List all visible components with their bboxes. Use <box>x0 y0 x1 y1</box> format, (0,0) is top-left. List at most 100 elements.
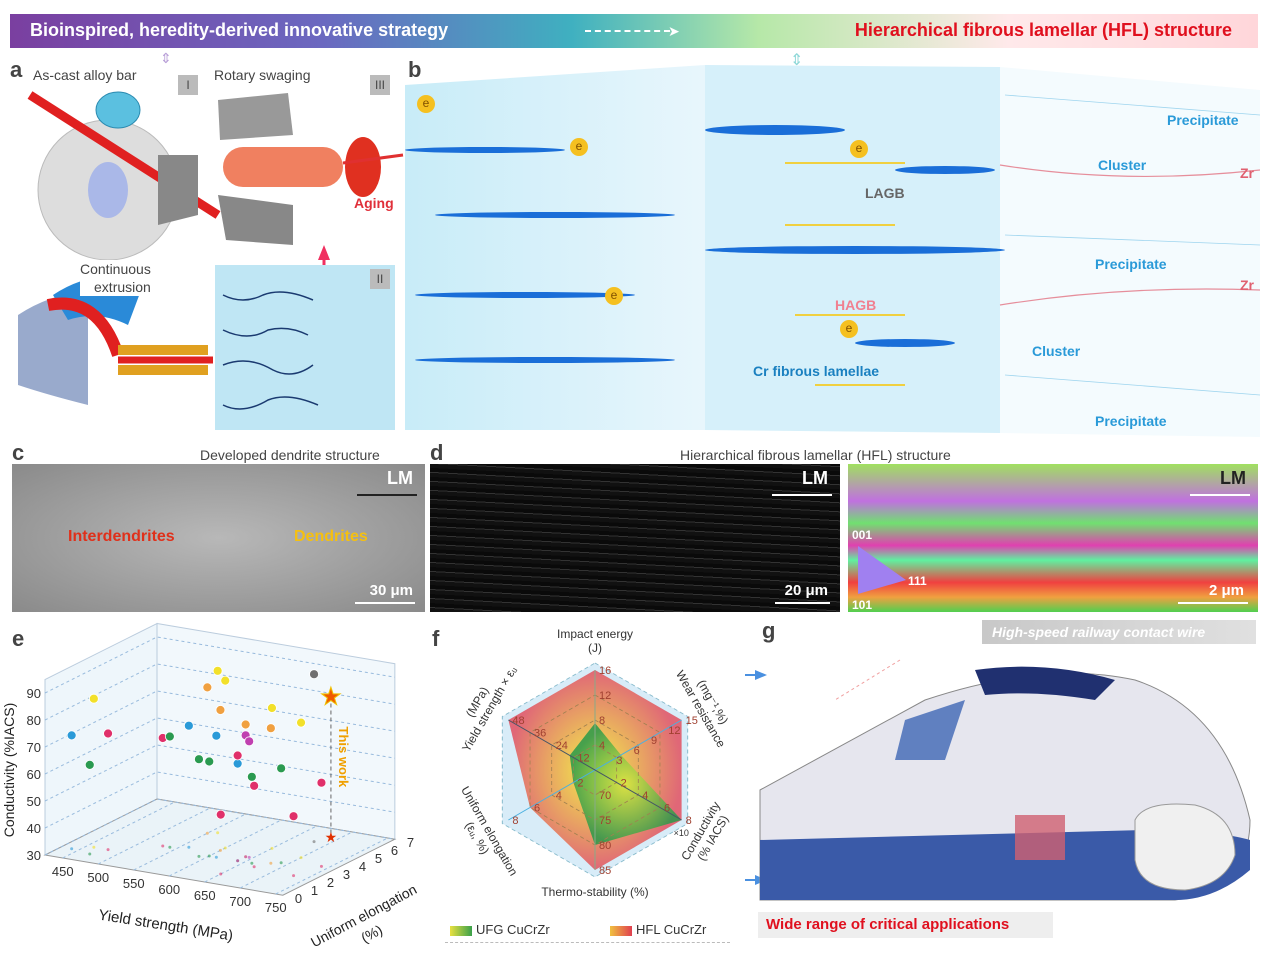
title-banner: Bioinspired, heredity-derived innovative… <box>10 14 1258 48</box>
legend-label: UFG CuCrZr <box>476 922 550 937</box>
ipf-001-label: 001 <box>852 528 873 542</box>
tick-label: 36 <box>534 728 546 740</box>
floor-projection <box>207 854 211 858</box>
lm-label: LM <box>802 468 828 488</box>
y-tick-label: 5 <box>375 851 382 866</box>
floor-projection <box>106 848 110 852</box>
scale-bar-label: 2 μm <box>1208 582 1244 599</box>
step-badge: I <box>178 75 198 95</box>
rotary-swaging-label: Rotary swaging <box>214 67 311 83</box>
legend-label: HFL CuCrZr <box>636 922 707 937</box>
hagb-label: HAGB <box>835 297 877 313</box>
dendrites-label: Dendrites <box>294 528 368 545</box>
tick-label: 15 <box>686 715 698 727</box>
banner-right-text: Hierarchical fibrous lamellar (HFL) stru… <box>854 20 1232 40</box>
floor-projection <box>216 831 220 835</box>
aging-label: Aging <box>354 195 394 211</box>
floor-projection <box>250 861 254 865</box>
legend-item-hfl: HFL CuCrZr <box>610 922 706 937</box>
electron-icon: e <box>417 95 435 113</box>
tick-label: 6 <box>634 745 640 757</box>
x-tick-label: 450 <box>52 864 74 879</box>
z-tick-label: 50 <box>27 794 41 809</box>
y-tick-label: 7 <box>407 835 414 850</box>
floor-projection <box>247 855 251 859</box>
continuous-extrusion-label: Continuous extrusion <box>80 260 151 296</box>
axis-line <box>508 719 682 821</box>
z-tick-label: 80 <box>27 713 41 728</box>
floor-star-marker: ★ <box>325 829 338 845</box>
zr-label: Zr <box>1240 277 1254 293</box>
data-point <box>288 811 299 822</box>
gridline <box>98 807 211 865</box>
lm-label: LM <box>1220 468 1246 488</box>
tick-label: 12 <box>668 725 680 737</box>
ebsd-ipf-map: LM 001 111 101 2 μm <box>848 464 1258 612</box>
data-point <box>267 703 277 713</box>
tick-label: 85 <box>599 865 611 877</box>
data-point <box>232 750 243 761</box>
data-point <box>84 759 95 770</box>
application-tag: High-speed railway contact wire <box>982 620 1256 644</box>
gridline <box>204 825 317 883</box>
precipitate-label: Precipitate <box>1095 256 1167 272</box>
y-tick-label: 6 <box>391 843 398 858</box>
zr-label: Zr <box>1240 165 1254 181</box>
ipf-triangle-icon <box>858 546 906 594</box>
data-point <box>244 736 255 747</box>
tick-label: 6 <box>534 803 540 815</box>
tick-label: 48 <box>512 715 524 727</box>
lm-arrow <box>772 494 832 496</box>
floor-projection <box>161 844 165 848</box>
tick-label: 16 <box>599 665 611 677</box>
panel-d-title: Hierarchical fibrous lamellar (HFL) stru… <box>680 447 951 463</box>
floor-projection <box>70 847 74 851</box>
tick-label: 3 <box>616 755 622 767</box>
processing-illustration <box>18 91 404 430</box>
floor-projection <box>244 855 248 859</box>
panel-label: c <box>12 440 25 465</box>
micrograph-dendrite: LM Interdendrites Dendrites 30 μm <box>12 464 425 612</box>
axis-multiplier: ×10 <box>674 828 689 838</box>
data-point <box>103 728 113 739</box>
legend-swatch <box>610 925 632 936</box>
data-point <box>296 717 306 728</box>
data-point <box>215 705 226 715</box>
axis-label-group: Thermo-stability (%) <box>541 885 648 899</box>
data-point <box>183 720 194 731</box>
arrowhead-icon: ➤ <box>668 23 680 39</box>
data-point <box>246 771 257 782</box>
data-point <box>211 730 222 741</box>
tick-label: 8 <box>686 815 692 827</box>
tick-label: 4 <box>556 790 562 802</box>
panel-c-title: Developed dendrite structure <box>200 447 380 463</box>
electron-icon: e <box>850 140 868 158</box>
data-point <box>88 693 99 704</box>
floor <box>43 798 397 896</box>
axis-label: Thermo-stability (%) <box>541 885 648 899</box>
x-tick-label: 500 <box>87 870 109 885</box>
banner-left-text: Bioinspired, heredity-derived innovative… <box>30 20 449 40</box>
x-tick-label: 650 <box>194 888 216 903</box>
hfl-structure-illustration <box>405 65 1260 437</box>
annotation: This work <box>336 727 351 788</box>
data-point <box>212 665 223 676</box>
x-tick-label: 700 <box>229 894 251 909</box>
as-cast-label: As-cast alloy bar <box>33 67 137 83</box>
gridline <box>240 831 353 889</box>
lagb-label: LAGB <box>865 185 905 201</box>
up-down-arrow-icon: ⇕ <box>160 50 172 66</box>
axis-label: (J) <box>588 641 602 655</box>
gridline <box>133 813 246 871</box>
floor-projection <box>197 854 201 858</box>
y-tick-label: 4 <box>359 859 366 874</box>
legend-item-ufg: UFG CuCrZr <box>450 922 550 937</box>
cluster-label: Cluster <box>1032 343 1081 359</box>
data-point <box>215 809 226 820</box>
legend-swatch <box>450 925 472 936</box>
x-tick-label: 600 <box>158 882 180 897</box>
tick-label: 9 <box>651 735 657 747</box>
electron-icon: e <box>570 138 588 156</box>
